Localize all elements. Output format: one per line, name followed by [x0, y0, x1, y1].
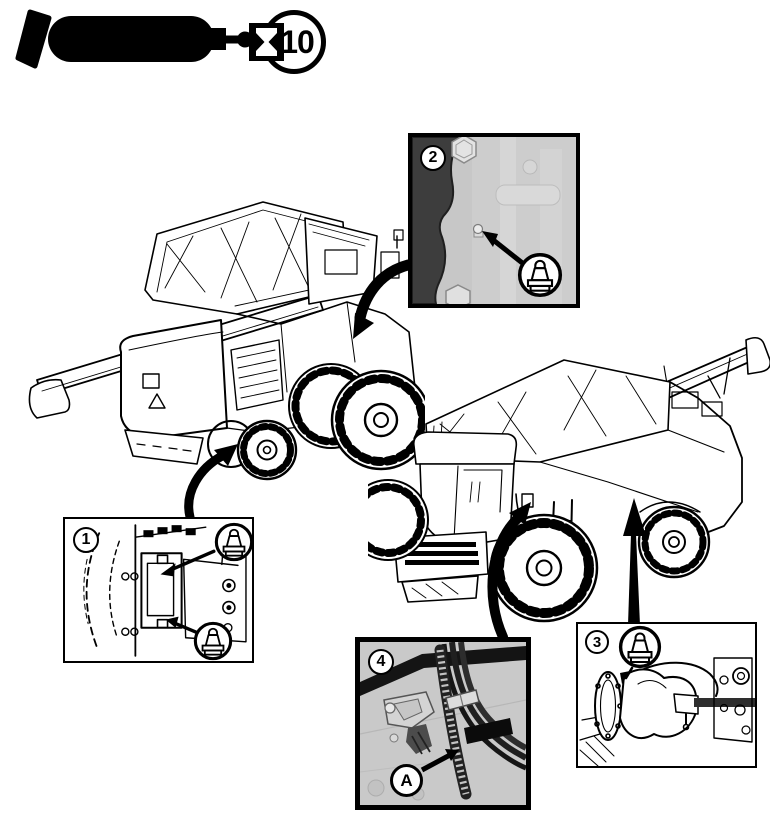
service-interval-symbol: 10 — [262, 10, 326, 74]
callout-box-3: 3 — [576, 622, 757, 768]
point-a-text: A — [400, 770, 413, 790]
interval-hours: 10 — [280, 23, 315, 60]
callout-number-2: 2 — [420, 145, 446, 171]
callout-number-4: 4 — [368, 649, 394, 675]
callout-4-photo — [360, 642, 526, 805]
grease-fitting-icon — [618, 625, 662, 669]
combine-left-illustration — [28, 201, 425, 481]
grease-fitting-icon — [193, 621, 233, 661]
callout-number-3: 3 — [585, 630, 609, 654]
callout-4-label: 4 — [376, 653, 386, 670]
callout-3-line-art — [579, 657, 755, 766]
point-label-a: A — [390, 764, 423, 797]
callout-box-2: 2 — [408, 133, 580, 308]
callout-3-label: 3 — [592, 633, 602, 651]
grease-fitting-icon — [517, 252, 563, 298]
hourglass-icon — [249, 23, 284, 61]
callout-2-label: 2 — [428, 149, 438, 166]
grease-gun-icon — [15, 9, 249, 69]
grease-fitting-icon — [214, 522, 252, 562]
callout-1-label: 1 — [81, 531, 91, 548]
callout-box-4: 4 A — [355, 637, 531, 810]
callout-number-1: 1 — [73, 527, 99, 553]
combine-right-illustration — [368, 336, 770, 623]
callout-box-1: 1 — [63, 517, 254, 663]
